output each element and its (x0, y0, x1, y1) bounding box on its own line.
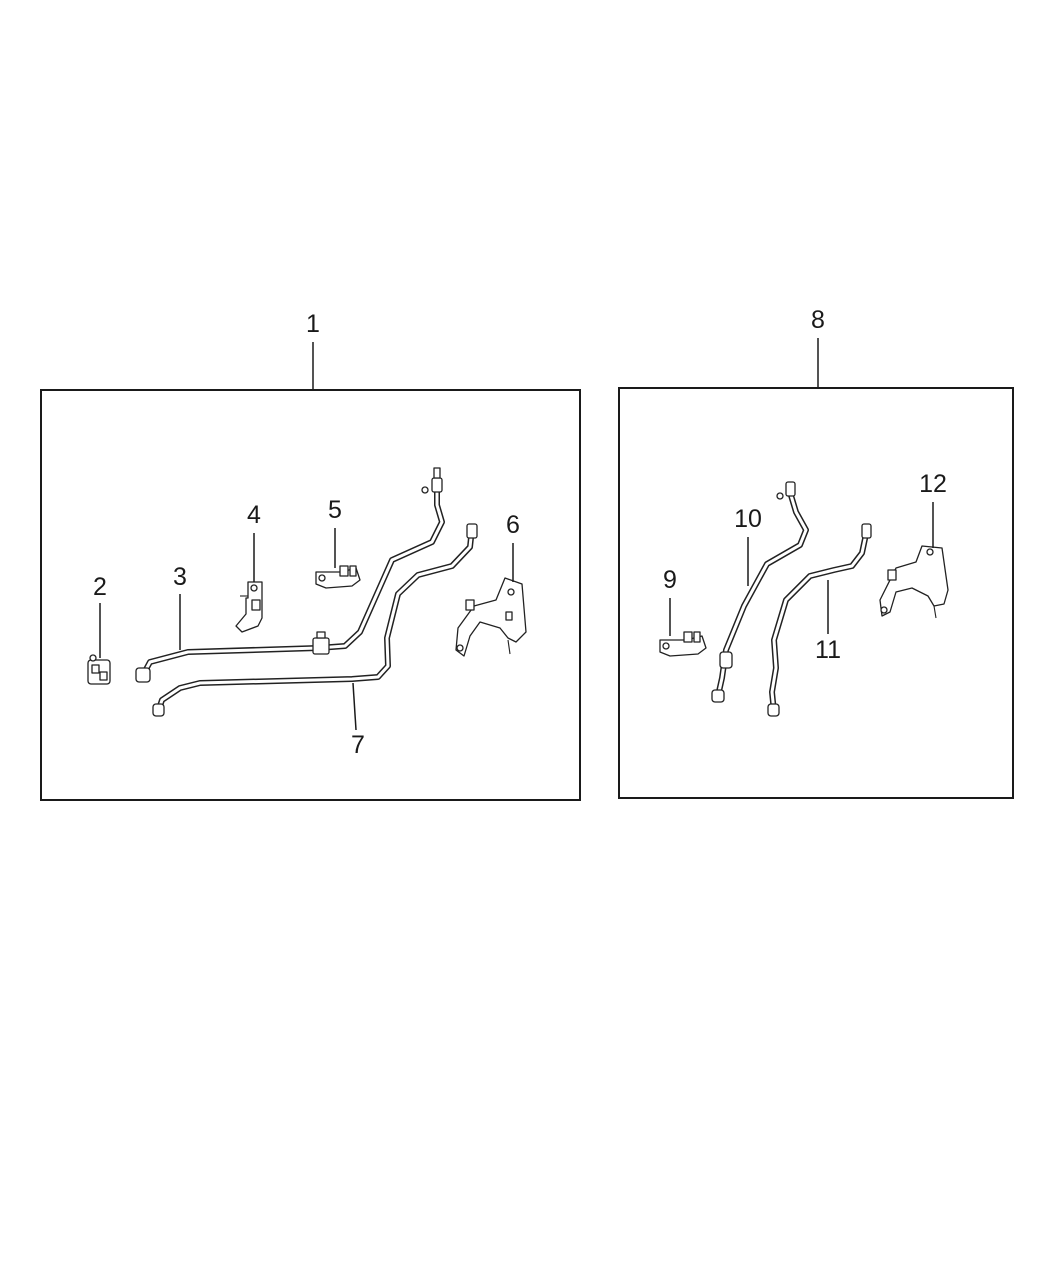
assembly-left-frame (40, 389, 581, 801)
part-2-clip (87, 654, 111, 685)
callout-7: 7 (351, 731, 365, 759)
assembly-right-frame (618, 387, 1014, 799)
leader-7 (352, 682, 357, 731)
part-9-bracket (659, 631, 707, 657)
part-5-bracket (315, 565, 361, 589)
callout-1: 1 (306, 310, 320, 338)
callout-5: 5 (328, 496, 342, 524)
callout-11: 11 (815, 636, 841, 664)
callout-6: 6 (506, 511, 520, 539)
part-10-tube (711, 481, 809, 703)
callout-4: 4 (247, 501, 261, 529)
part-12-bracket (879, 545, 949, 619)
part-7-tube (152, 523, 478, 717)
callout-3: 3 (173, 563, 187, 591)
callout-10: 10 (734, 505, 762, 533)
part-3-tube (135, 467, 445, 683)
part-4-bracket (235, 581, 263, 633)
part-6-bracket (455, 577, 527, 657)
callout-8: 8 (811, 306, 825, 334)
callout-2: 2 (93, 573, 107, 601)
callout-12: 12 (919, 470, 947, 498)
part-11-tube (767, 523, 872, 717)
callout-9: 9 (663, 566, 677, 594)
